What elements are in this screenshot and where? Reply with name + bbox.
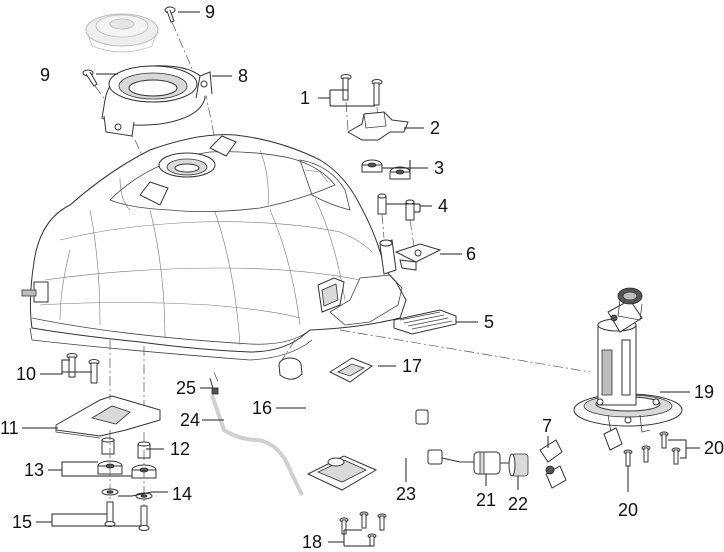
filler-ring <box>101 65 213 137</box>
callout-7: 7 <box>542 416 552 436</box>
callout-25: 25 <box>176 378 196 398</box>
bolts-10 <box>66 353 100 384</box>
leader-lines <box>22 11 700 547</box>
fuel-pump-19 <box>573 287 683 443</box>
callout-17: 17 <box>402 356 422 376</box>
grommets-13 <box>97 460 157 479</box>
clamp-22 <box>508 453 529 477</box>
grommets-3 <box>361 159 411 180</box>
callout-13: 13 <box>24 460 44 480</box>
callout-15: 15 <box>12 512 32 532</box>
callout-11: 11 <box>0 418 19 438</box>
callout-14: 14 <box>172 484 192 504</box>
callout-20-bottom: 20 <box>618 500 638 520</box>
callout-4: 4 <box>438 196 448 216</box>
callout-22: 22 <box>508 494 528 514</box>
bolts-18 <box>339 511 387 547</box>
callout-12: 12 <box>170 439 190 459</box>
hose-24 <box>209 377 304 496</box>
callout-21: 21 <box>476 490 496 510</box>
callout-3: 3 <box>434 158 444 178</box>
fuel-line-23 <box>395 409 461 465</box>
fuel-tank <box>21 134 407 361</box>
screw-9-left <box>82 69 98 87</box>
callout-2: 2 <box>430 118 440 138</box>
callout-8: 8 <box>238 66 248 86</box>
bracket-11 <box>55 395 161 439</box>
callout-1: 1 <box>300 88 310 108</box>
callout-5: 5 <box>484 312 494 332</box>
vent-tube-16 <box>277 357 378 491</box>
callout-9-top: 9 <box>205 2 215 22</box>
callout-20-right: 20 <box>704 438 724 458</box>
bracket-6 <box>394 243 442 271</box>
hose-7 <box>539 427 623 489</box>
pad-5 <box>393 309 457 335</box>
fuel-filter-21 <box>460 451 510 475</box>
collars-4 <box>377 193 415 247</box>
screw-9-top <box>164 6 176 23</box>
callout-24: 24 <box>180 410 200 430</box>
callout-19: 19 <box>694 382 714 402</box>
callout-10: 10 <box>16 364 36 384</box>
fuel-cap <box>85 13 159 53</box>
callout-23: 23 <box>396 484 416 504</box>
gasket-17 <box>328 357 374 383</box>
callout-9-left: 9 <box>40 65 50 85</box>
callout-6: 6 <box>466 244 476 264</box>
grommets-12 <box>101 437 151 459</box>
tank-side-clip <box>21 281 49 303</box>
bracket-2 <box>346 111 409 141</box>
bolts-20 <box>623 431 681 467</box>
callout-18: 18 <box>302 532 322 552</box>
dash-lines-lower <box>109 329 591 506</box>
bolts-15 <box>104 501 150 531</box>
callout-16: 16 <box>252 398 272 418</box>
